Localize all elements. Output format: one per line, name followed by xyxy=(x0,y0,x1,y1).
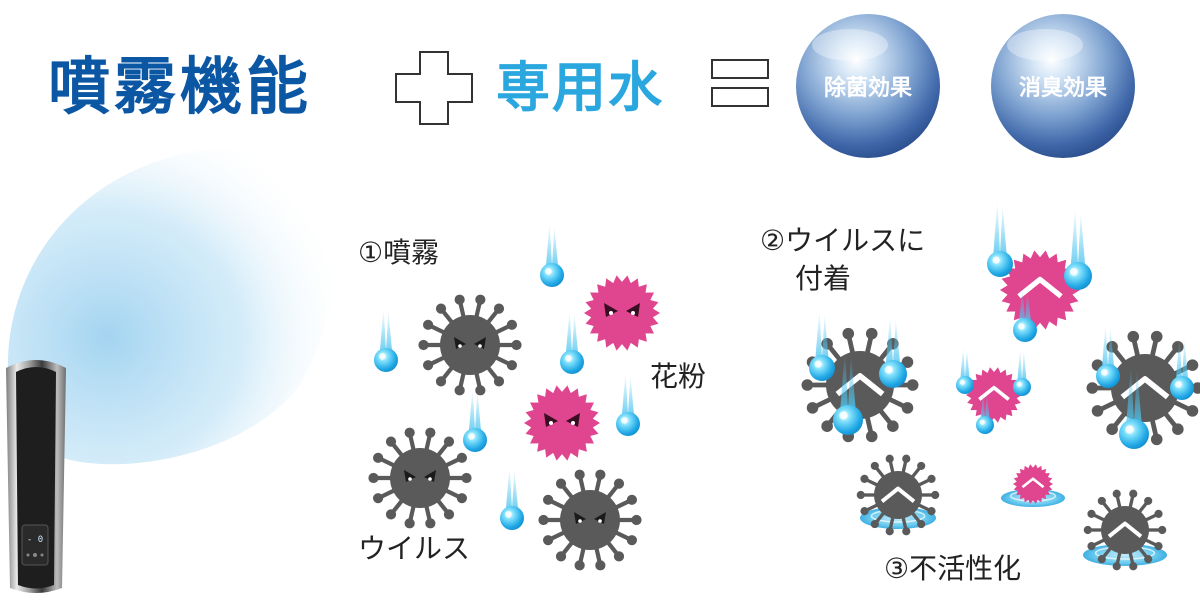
sterilization-effect-label: 除菌効果 xyxy=(824,75,912,101)
water-droplet-icon xyxy=(374,308,398,372)
pollen-icon xyxy=(966,367,1022,423)
humidifier-device: - 0 xyxy=(6,360,66,593)
pollen-icon xyxy=(1000,250,1080,330)
virus-icon xyxy=(418,294,522,396)
equals-icon xyxy=(711,59,769,107)
pollen-icon xyxy=(524,385,600,461)
deodorizing-effect-label: 消臭効果 xyxy=(1019,75,1107,101)
virus-icon xyxy=(1083,489,1167,571)
virus-icon xyxy=(856,454,940,536)
pollen-label: 花粉 xyxy=(650,360,706,393)
water-droplet-icon xyxy=(833,350,863,435)
water-droplet-icon xyxy=(500,466,524,530)
water-droplet-icon xyxy=(956,346,974,394)
droplets-layer xyxy=(374,201,1194,530)
step2-attach-label-line1: ②ウイルスに xyxy=(760,224,925,257)
device-display: - 0 xyxy=(27,535,43,545)
deodorizing-effect-sphere: 消臭効果 xyxy=(991,14,1135,158)
step2-attach-label-line2: 付着 xyxy=(795,262,851,295)
water-droplet-icon xyxy=(463,388,487,452)
sterilization-effect-sphere: 除菌効果 xyxy=(796,14,940,158)
device-button-icon xyxy=(40,553,44,557)
water-droplet-icon xyxy=(879,315,907,388)
water-droplet-icon xyxy=(1096,324,1120,388)
pollen-icon xyxy=(584,275,660,351)
virus-icon xyxy=(368,427,472,529)
microbes-layer xyxy=(368,250,1200,571)
water-droplet-icon xyxy=(1119,364,1149,449)
step3-inactivation-label: ③不活性化 xyxy=(884,552,1021,585)
water-droplet-icon xyxy=(616,372,640,436)
water-droplet-icon xyxy=(1064,207,1092,290)
water-droplet-icon xyxy=(1170,336,1194,400)
plus-icon xyxy=(395,51,473,125)
water-droplet-icon xyxy=(987,201,1013,277)
water-droplet-icon xyxy=(809,310,835,381)
step1-spray-label: ①噴霧 xyxy=(358,236,439,269)
water-droplet-icon xyxy=(540,223,564,287)
virus-label: ウイルス xyxy=(358,532,470,565)
virus-icon xyxy=(538,469,642,571)
water-droplet-icon xyxy=(560,310,584,374)
device-button-icon xyxy=(33,553,37,557)
water-droplet-icon xyxy=(976,391,994,434)
device-button-icon xyxy=(26,553,30,557)
pollen-icon xyxy=(1013,464,1053,504)
water-droplet-icon xyxy=(1013,288,1037,342)
spray-function-title: 噴霧機能 xyxy=(48,50,312,123)
dedicated-water-title: 専用水 xyxy=(496,56,664,119)
water-droplet-icon xyxy=(1013,348,1031,396)
mist-cloud xyxy=(7,147,340,465)
